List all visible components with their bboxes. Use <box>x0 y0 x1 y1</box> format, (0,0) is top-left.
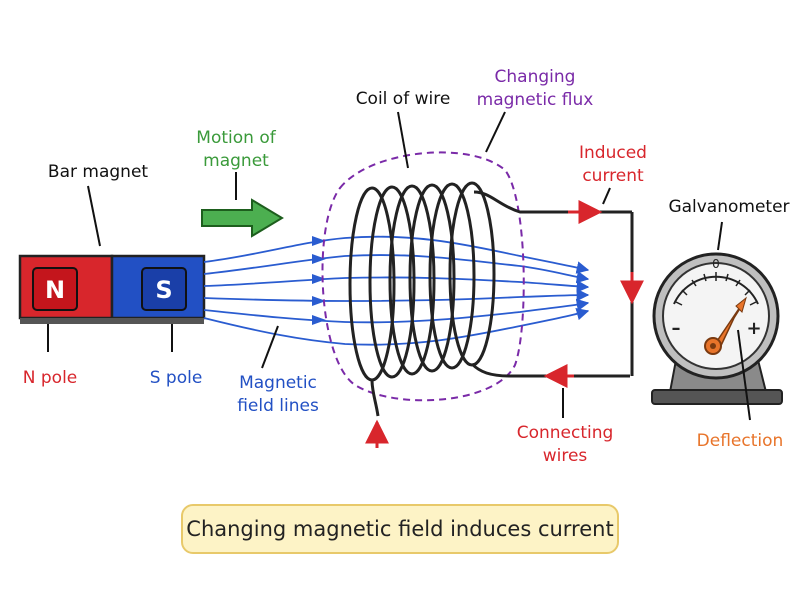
bottom-wire <box>470 362 630 378</box>
field-arrow-5 <box>312 315 326 325</box>
gauge-plus-label: + <box>746 318 761 339</box>
s-badge <box>141 267 187 311</box>
top-wire <box>473 190 632 214</box>
galvanometer-face <box>662 262 770 370</box>
coil-turn-4 <box>408 183 456 373</box>
bar-magnet-label: Bar magnet <box>48 162 148 182</box>
induced-leader <box>602 187 611 205</box>
coil-turn-6 <box>448 181 496 367</box>
connecting-label-line2: wires <box>543 446 588 466</box>
needle-tip <box>735 296 747 313</box>
field-entry-arrows <box>312 236 326 325</box>
magnet-shadow <box>20 318 204 324</box>
flux-label-line1: Changing <box>495 67 576 87</box>
field-arrow-1 <box>312 236 326 246</box>
coil-label: Coil of wire <box>356 89 451 109</box>
s-letter: S <box>155 276 172 304</box>
galvanometer-label: Galvanometer <box>668 197 789 217</box>
s-pole-label: S pole <box>150 368 203 388</box>
field-lines <box>203 235 590 346</box>
galvanometer-leader <box>717 221 723 251</box>
field-arrow-3 <box>312 274 326 284</box>
coil-turn-2 <box>368 185 416 379</box>
n-badge <box>32 267 78 311</box>
coil-turn-5 <box>428 182 476 370</box>
motion-label-line2: magnet <box>203 151 269 171</box>
field-line-1 <box>203 235 590 274</box>
coil-turn-3 <box>388 184 436 376</box>
bar-magnet: N S <box>18 254 206 324</box>
gauge-tick <box>681 289 688 296</box>
gauge-minus-label: – <box>672 318 681 339</box>
field-lines-leader <box>261 325 279 369</box>
induced-label-line2: current <box>582 166 644 186</box>
coil <box>348 181 634 417</box>
field-arrow-4 <box>312 296 326 306</box>
coil-leader <box>397 111 409 169</box>
flux-leader <box>485 111 506 153</box>
coil-bottom-lead <box>370 379 380 417</box>
gauge-tick <box>735 279 741 287</box>
induced-label-line1: Induced <box>579 143 647 163</box>
gauge-tick <box>749 301 757 306</box>
gauge-tick <box>744 289 751 296</box>
n-letter: N <box>45 276 65 304</box>
deflection-leader <box>737 329 751 421</box>
gauge-tick <box>691 279 697 287</box>
connecting-label-line1: Connecting <box>517 423 614 443</box>
galvanometer-base <box>651 389 783 405</box>
motion-label-line1: Motion of <box>196 128 276 148</box>
bar-magnet-leader <box>87 185 101 247</box>
caption-text: Changing magnetic field induces current <box>186 517 614 541</box>
field-line-5 <box>203 298 590 324</box>
caption-banner: Changing magnetic field induces current <box>181 504 619 554</box>
deflection-label: Deflection <box>697 431 784 451</box>
gauge-ticks <box>675 272 757 306</box>
field-line-6 <box>203 307 590 346</box>
field-line-4 <box>203 288 590 302</box>
needle-pivot-center <box>710 343 716 349</box>
n-pole-label: N pole <box>23 368 78 388</box>
coil-turn-1 <box>348 186 396 382</box>
flux-boundary <box>321 151 525 402</box>
gauge-zero-label: 0 <box>712 257 720 271</box>
gauge-tick <box>703 273 707 282</box>
field-lines-label-line1: Magnetic <box>239 373 317 393</box>
gauge-tick <box>675 301 683 306</box>
field-line-2 <box>203 254 590 284</box>
field-arrow-2 <box>312 254 326 264</box>
gauge-tick <box>725 273 729 282</box>
motion-arrow-icon <box>201 198 284 238</box>
galvanometer: 0 – + <box>651 252 783 405</box>
flux-label-line2: magnetic flux <box>477 90 594 110</box>
field-lines-label-line2: field lines <box>237 396 319 416</box>
field-line-3 <box>203 276 590 293</box>
